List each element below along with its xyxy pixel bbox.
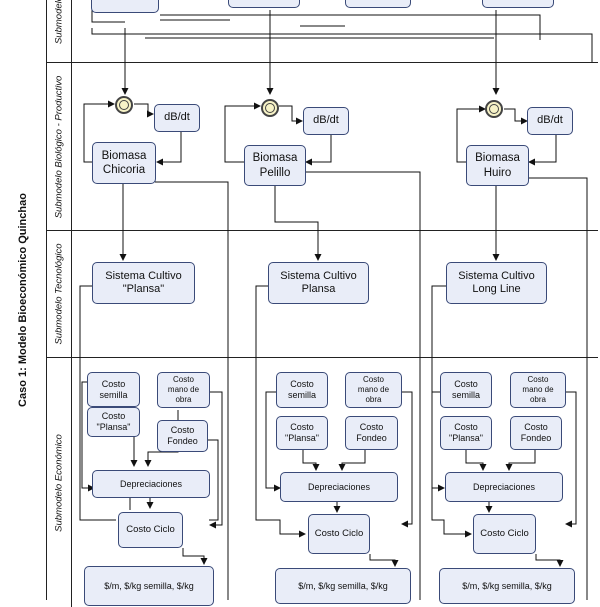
pelillo-cultivo-task[interactable]: Sistema Cultivo Plansa xyxy=(268,262,369,304)
huiro-costo-ciclo[interactable]: Costo Ciclo xyxy=(473,514,536,554)
top-task-2[interactable] xyxy=(228,0,300,8)
chicoria-rate-task[interactable]: dB/dt xyxy=(154,104,200,132)
lane-biologico: Submodelo Biológico - Productivo xyxy=(46,62,598,230)
chicoria-biomass-task[interactable]: Biomasa Chicoria xyxy=(92,142,156,184)
huiro-rate-task[interactable]: dB/dt xyxy=(527,107,573,135)
chicoria-costo-plansa[interactable]: Costo "Plansa" xyxy=(87,407,140,437)
huiro-biomass-task[interactable]: Biomasa Huiro xyxy=(466,145,529,186)
pelillo-costo-semilla[interactable]: Costo semilla xyxy=(276,372,328,408)
huiro-costo-semilla[interactable]: Costo semilla xyxy=(440,372,492,408)
top-task-1[interactable] xyxy=(91,0,159,13)
pelillo-merge-gateway[interactable] xyxy=(261,99,279,117)
pelillo-biomass-task[interactable]: Biomasa Pelillo xyxy=(244,145,306,186)
pelillo-depreciaciones[interactable]: Depreciaciones xyxy=(280,472,398,502)
pelillo-costo-mano-obra[interactable]: Costo mano de obra xyxy=(345,372,402,408)
pelillo-costo-fondeo[interactable]: Costo Fondeo xyxy=(345,416,398,450)
pelillo-rate-task[interactable]: dB/dt xyxy=(303,107,349,135)
lane-top: Submodelo xyxy=(46,0,598,62)
huiro-resultado[interactable]: $/m, $/kg semilla, $/kg xyxy=(439,568,575,604)
lane-tecnologico: Submodelo Tecnológico xyxy=(46,230,598,357)
huiro-costo-fondeo[interactable]: Costo Fondeo xyxy=(510,416,562,450)
huiro-costo-plansa[interactable]: Costo "Plansa" xyxy=(440,416,492,450)
pelillo-costo-ciclo[interactable]: Costo Ciclo xyxy=(308,514,370,554)
chicoria-costo-mano-obra[interactable]: Costo mano de obra xyxy=(157,372,210,408)
chicoria-cultivo-task[interactable]: Sistema Cultivo "Plansa" xyxy=(92,262,195,304)
chicoria-costo-semilla[interactable]: Costo semilla xyxy=(87,372,140,407)
chicoria-costo-ciclo[interactable]: Costo Ciclo xyxy=(118,512,183,548)
pelillo-resultado[interactable]: $/m, $/kg semilla, $/kg xyxy=(275,568,411,604)
top-task-3[interactable] xyxy=(345,0,411,8)
huiro-costo-mano-obra[interactable]: Costo mano de obra xyxy=(510,372,566,408)
chicoria-resultado[interactable]: $/m, $/kg semilla, $/kg xyxy=(84,566,214,606)
chicoria-costo-fondeo[interactable]: Costo Fondeo xyxy=(157,420,208,452)
pool-header: Caso 1: Modelo Bioeconómico Quinchao xyxy=(0,0,47,600)
chicoria-merge-gateway[interactable] xyxy=(115,96,133,114)
huiro-cultivo-task[interactable]: Sistema Cultivo Long Line xyxy=(446,262,547,304)
huiro-depreciaciones[interactable]: Depreciaciones xyxy=(445,472,563,502)
huiro-merge-gateway[interactable] xyxy=(485,100,503,118)
chicoria-depreciaciones[interactable]: Depreciaciones xyxy=(92,470,210,498)
top-task-4[interactable] xyxy=(482,0,554,8)
lane-economico: Submodelo Económico xyxy=(46,357,598,607)
pelillo-costo-plansa[interactable]: Costo "Plansa" xyxy=(276,416,328,450)
